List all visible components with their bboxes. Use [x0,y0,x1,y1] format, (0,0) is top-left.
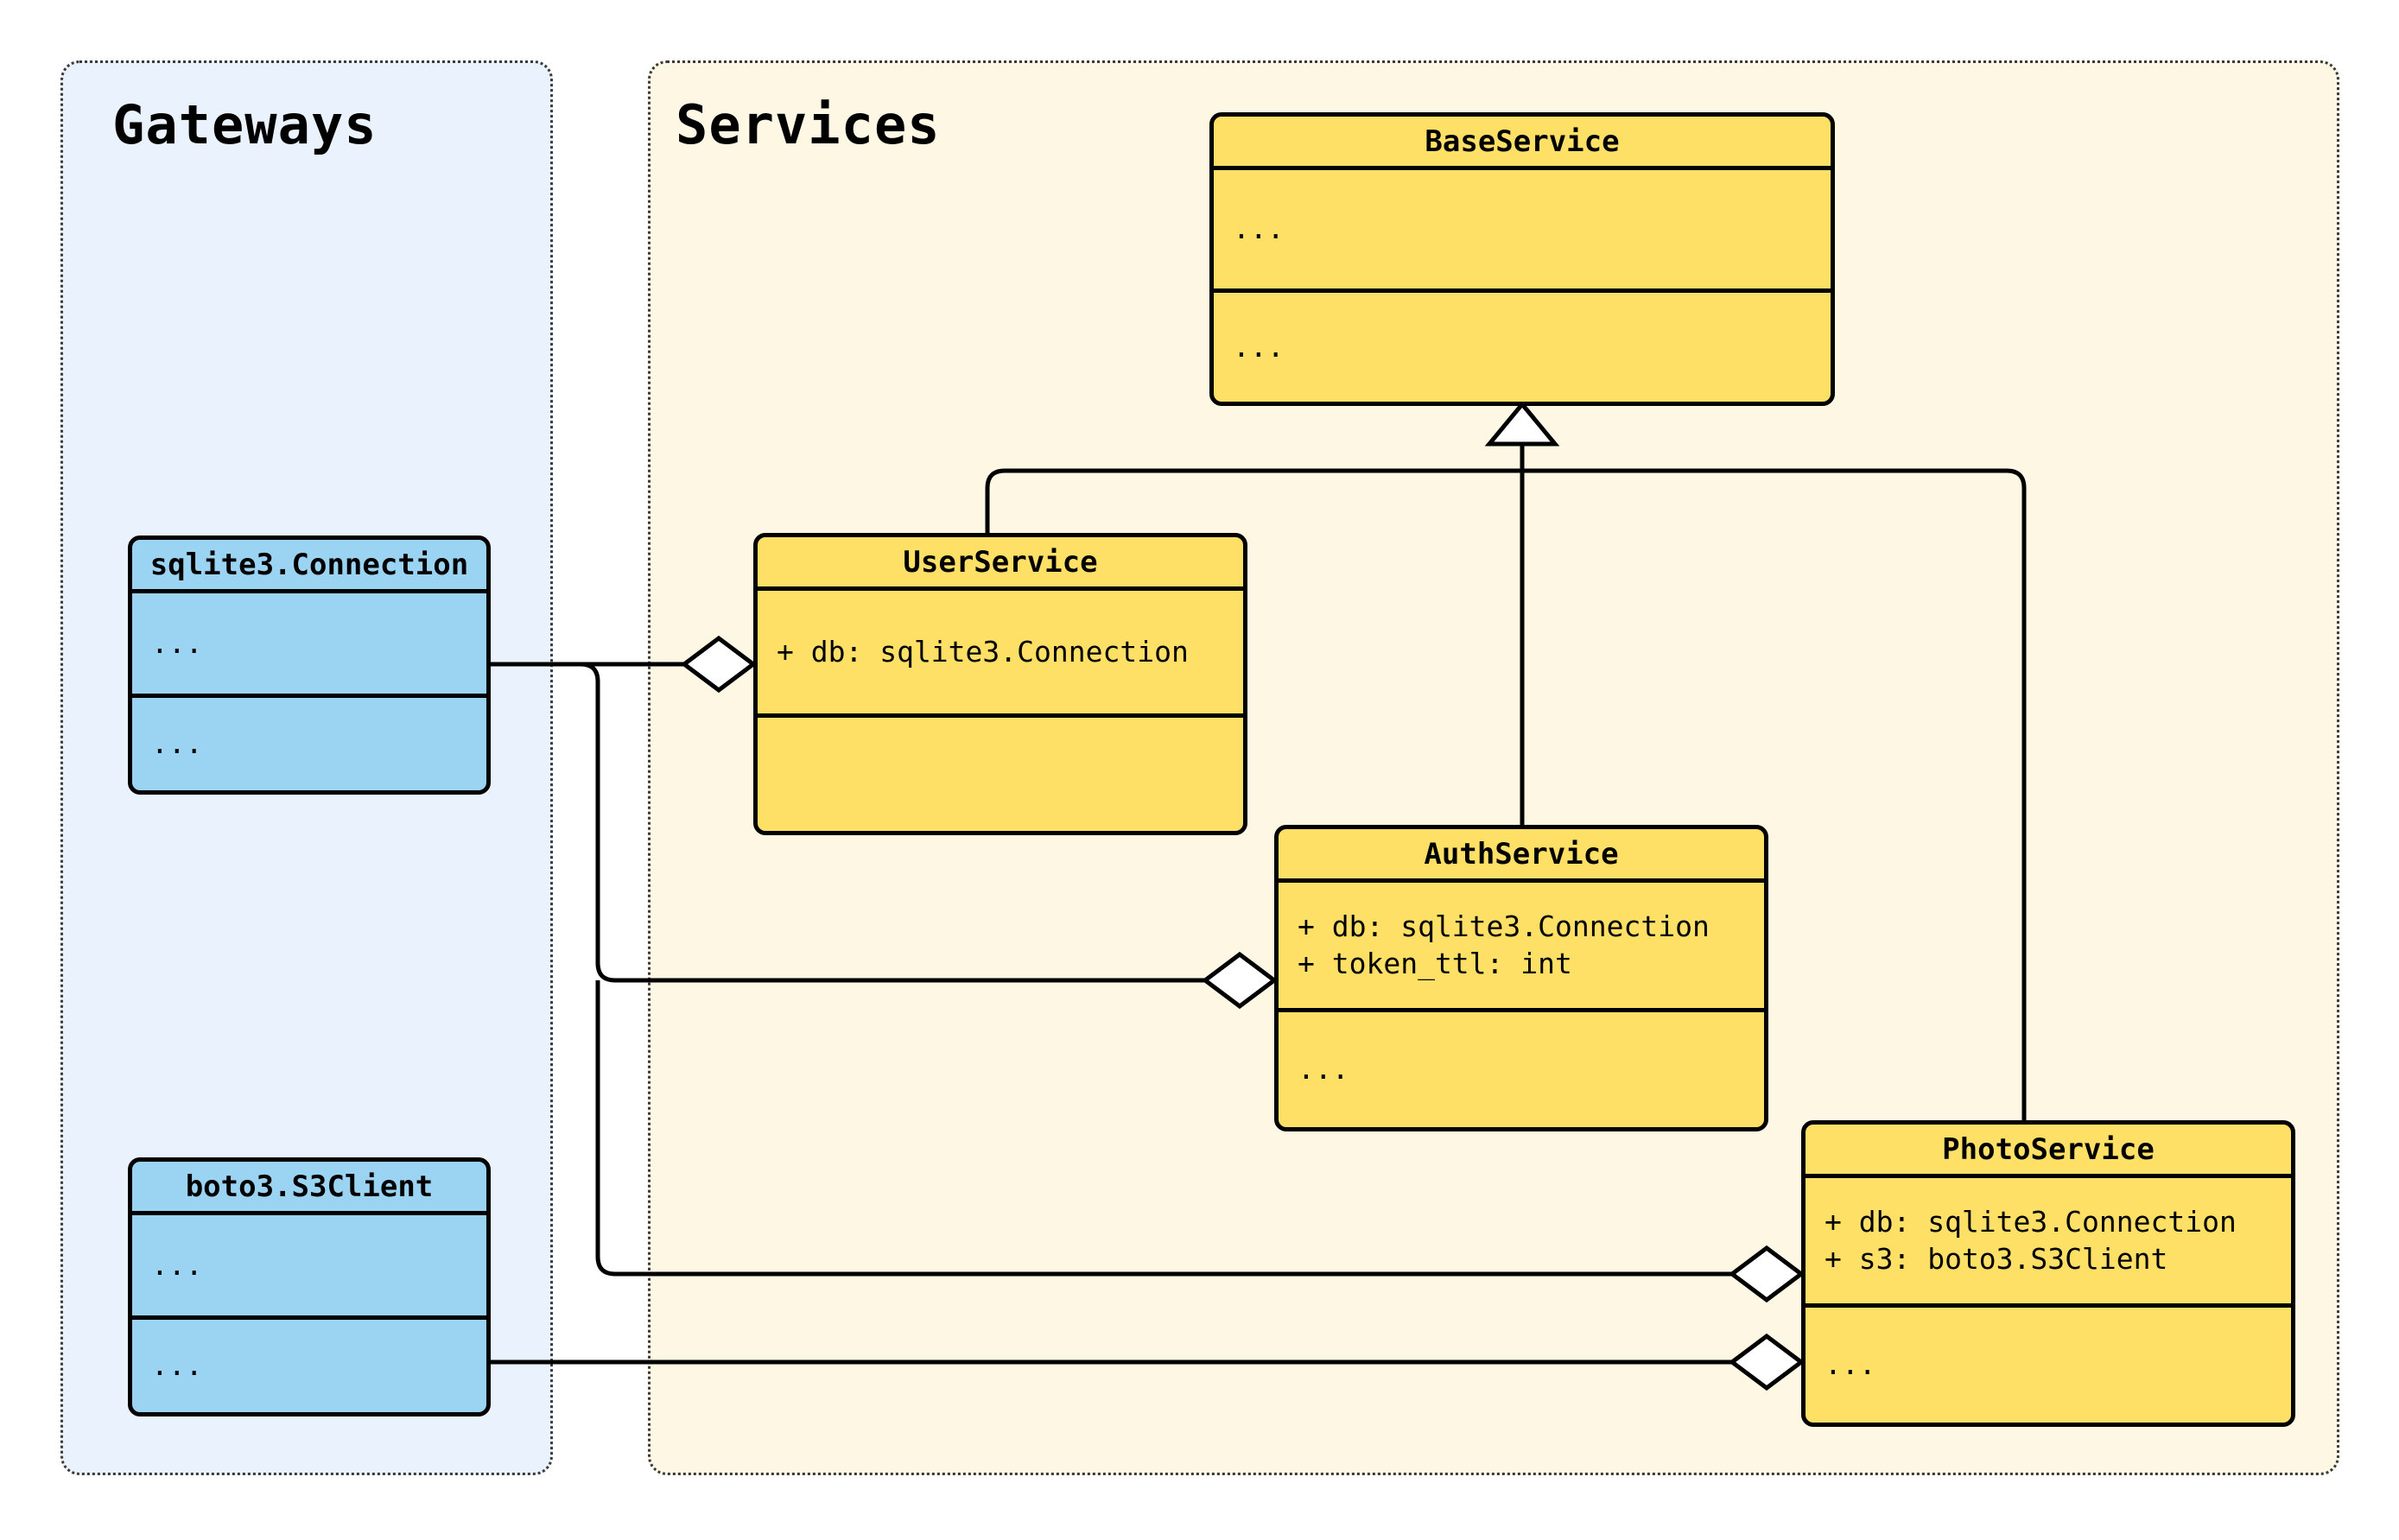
class-attributes-auth-service: + db: sqlite3.Connection+ token_ttl: int [1279,883,1764,1012]
class-attributes-photo-service: + db: sqlite3.Connection+ s3: boto3.S3Cl… [1806,1178,2291,1308]
method-row: ... [1298,1052,1349,1087]
attribute-row: ... [151,1247,203,1282]
class-methods-sqlite-connection: ... [132,698,486,790]
class-box-auth-service[interactable]: AuthService+ db: sqlite3.Connection+ tok… [1274,825,1768,1131]
class-methods-boto3-s3client: ... [132,1320,486,1412]
method-row: ... [1233,329,1285,364]
class-attributes-sqlite-connection: ... [132,593,486,698]
class-attributes-user-service: + db: sqlite3.Connection [758,591,1243,718]
class-methods-photo-service: ... [1806,1308,2291,1423]
method-row: ... [1825,1347,1876,1382]
attribute-row: + db: sqlite3.Connection [1298,909,1710,944]
method-row: ... [151,726,203,761]
class-box-sqlite-connection[interactable]: sqlite3.Connection...... [128,536,491,795]
class-methods-base-service: ... [1214,293,1831,402]
attribute-row: ... [151,625,203,660]
class-box-user-service[interactable]: UserService + db: sqlite3.Connection [753,533,1247,835]
class-name-photo-service: PhotoService [1806,1125,2291,1178]
class-attributes-boto3-s3client: ... [132,1215,486,1320]
attribute-row: + db: sqlite3.Connection [1825,1205,2237,1239]
class-methods-auth-service: ... [1279,1012,1764,1127]
class-attributes-base-service: ... [1214,170,1831,293]
package-gateways-title: Gateways [112,93,378,156]
method-row: ... [151,1348,203,1383]
attribute-row: + s3: boto3.S3Client [1825,1241,2168,1276]
package-services-title: Services [676,93,941,156]
attribute-row: + token_ttl: int [1298,946,1572,980]
class-box-base-service[interactable]: BaseService...... [1209,112,1835,406]
class-name-auth-service: AuthService [1279,829,1764,883]
class-box-photo-service[interactable]: PhotoService+ db: sqlite3.Connection+ s3… [1801,1120,2295,1427]
class-methods-user-service [758,718,1243,831]
class-name-boto3-s3client: boto3.S3Client [132,1162,486,1215]
class-name-user-service: UserService [758,537,1243,591]
attribute-row: + db: sqlite3.Connection [777,634,1189,669]
class-box-boto3-s3client[interactable]: boto3.S3Client...... [128,1157,491,1416]
attribute-row: ... [1233,212,1285,246]
class-name-sqlite-connection: sqlite3.Connection [132,540,486,593]
class-name-base-service: BaseService [1214,117,1831,170]
